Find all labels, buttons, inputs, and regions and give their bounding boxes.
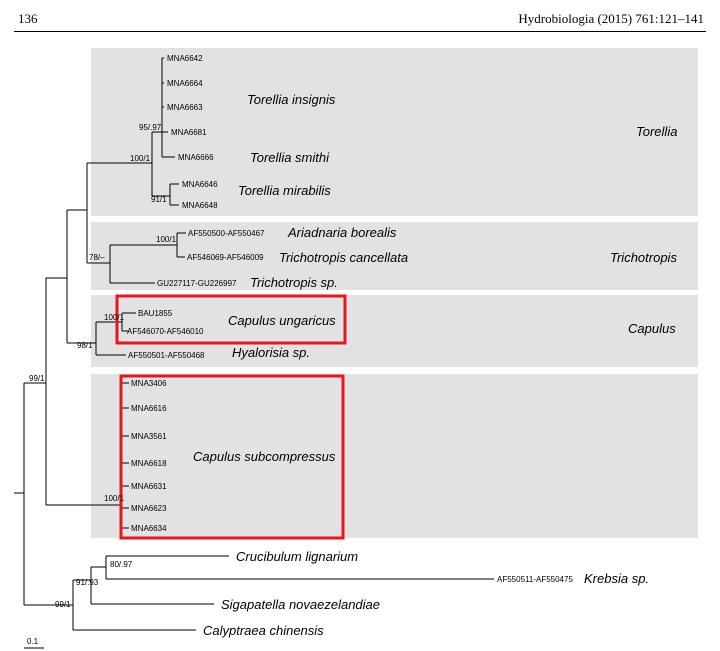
tip-label: MNA6663	[167, 103, 203, 112]
tip-label: MNA6666	[178, 153, 214, 162]
species-label: Torellia mirabilis	[238, 183, 331, 198]
support-value: 91/.93	[76, 578, 99, 587]
clade-label: Torellia	[636, 124, 677, 139]
support-value: 100/1	[156, 235, 177, 244]
species-label: Ariadnaria borealis	[287, 225, 397, 240]
species-label: Calyptraea chinensis	[203, 623, 324, 638]
species-label: Torellia smithi	[250, 150, 330, 165]
species-label: Capulus ungaricus	[228, 313, 336, 328]
species-label: Torellia insignis	[247, 92, 336, 107]
tip-label: BAU1855	[138, 309, 173, 318]
subcompressus-clade-box	[91, 374, 698, 538]
scale-bar-label: 0.1	[27, 637, 39, 646]
page-number: 136	[18, 11, 38, 26]
support-value: 100/1	[104, 313, 125, 322]
torellia-clade-box	[91, 48, 698, 216]
species-label: Trichotropis sp.	[250, 275, 338, 290]
tip-label: MNA6681	[171, 128, 207, 137]
species-label: Trichotropis cancellata	[279, 250, 408, 265]
tip-label: MNA6634	[131, 524, 167, 533]
species-label: Sigapatella novaezelandiae	[221, 597, 380, 612]
clade-label: Capulus	[628, 321, 676, 336]
support-value: 99/1	[55, 600, 71, 609]
tip-label: MNA6616	[131, 404, 167, 413]
tip-label: AF550500-AF550467	[188, 229, 265, 238]
support-value: 100/1	[130, 154, 151, 163]
support-value: 100/1	[104, 494, 125, 503]
support-value: 95/.97	[139, 123, 162, 132]
species-label: Capulus subcompressus	[193, 449, 336, 464]
species-label: Krebsia sp.	[584, 571, 649, 586]
page-header: 136 Hydrobiologia (2015) 761:121–141	[0, 0, 720, 34]
tip-label: MNA6642	[167, 54, 203, 63]
clade-label: Trichotropis	[610, 250, 677, 265]
tip-label: MNA3561	[131, 432, 167, 441]
tip-label: MNA3406	[131, 379, 167, 388]
tip-label: MNA6646	[182, 180, 218, 189]
support-value: 91/1	[151, 195, 167, 204]
capulus-clade-box	[91, 295, 698, 367]
tip-label: GU227117-GU226997	[157, 279, 237, 288]
capulus-subcompressus-highlight	[119, 374, 345, 540]
species-label: Hyalorisia sp.	[232, 345, 310, 360]
header-rule	[14, 31, 706, 32]
tip-label: MNA6664	[167, 79, 203, 88]
journal-citation: Hydrobiologia (2015) 761:121–141	[518, 11, 704, 26]
tip-label: AF546069-AF546009	[187, 253, 264, 262]
support-value: 99/1	[29, 374, 45, 383]
species-label: Crucibulum lignarium	[236, 549, 358, 564]
tip-label: AF546070-AF546010	[127, 327, 204, 336]
support-value: 78/–	[89, 253, 105, 262]
tip-label: MNA6631	[131, 482, 167, 491]
tip-label: MNA6623	[131, 504, 167, 513]
capulus-ungaricus-highlight	[115, 294, 347, 345]
trichotropis-clade-box	[91, 222, 698, 290]
tip-label: MNA6618	[131, 459, 167, 468]
support-value: 80/.97	[110, 560, 133, 569]
tip-label: AF550501-AF550468	[128, 351, 205, 360]
tip-label: AF550511-AF550475	[497, 575, 573, 584]
support-value: 98/1	[77, 341, 93, 350]
tip-label: MNA6648	[182, 201, 218, 210]
